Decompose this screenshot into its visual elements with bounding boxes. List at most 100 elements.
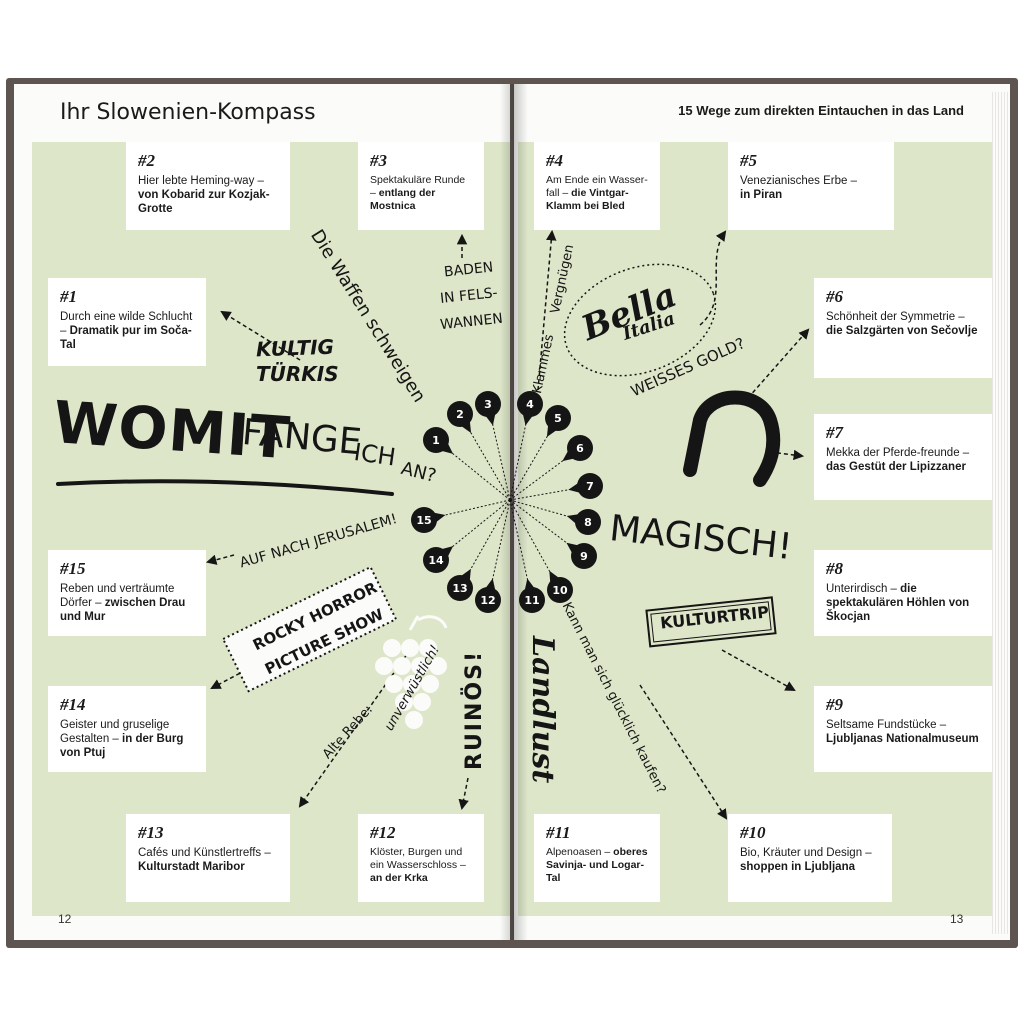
card-number: #8 bbox=[826, 559, 843, 578]
card-text: Schönheit der Symmetrie – bbox=[826, 311, 965, 323]
arrow-6 bbox=[747, 328, 810, 399]
right-page-number: 13 bbox=[950, 912, 964, 926]
pin-label: 9 bbox=[580, 550, 588, 563]
pin-label: 3 bbox=[484, 398, 492, 411]
phrase-ruinos: RUINÖS! bbox=[462, 650, 487, 770]
pin-9: 9 bbox=[566, 542, 597, 569]
card-text: Hier lebte Heming-way – bbox=[138, 175, 264, 187]
card-14: #14 Geister und gruselige Gestalten – in… bbox=[48, 686, 206, 772]
arrow-10 bbox=[639, 684, 728, 820]
card-number: #2 bbox=[138, 151, 155, 170]
pin-label: 5 bbox=[554, 412, 562, 425]
radial-line bbox=[487, 403, 511, 501]
card-text: Venezianisches Erbe – bbox=[740, 175, 857, 187]
card-text: Reben und verträumte Dörfer – bbox=[60, 583, 175, 609]
pin-6: 6 bbox=[562, 435, 593, 462]
card-highlight: die Vintgar-Klamm bei Bled bbox=[546, 187, 629, 212]
pin-label: 7 bbox=[586, 480, 594, 493]
pin-1: 1 bbox=[423, 427, 454, 454]
pin-5: 5 bbox=[545, 405, 571, 437]
card-number: #9 bbox=[826, 695, 843, 714]
card-text: Seltsame Fundstücke – bbox=[826, 719, 947, 731]
pin-4: 4 bbox=[517, 391, 543, 426]
kulturtrip-box bbox=[645, 596, 777, 648]
card-highlight: zwischen Drau und Mur bbox=[60, 597, 186, 623]
pin-10: 10 bbox=[547, 570, 573, 603]
card-highlight: von Kobarid zur Kozjak-Grotte bbox=[138, 189, 270, 215]
arrow-12 bbox=[458, 777, 469, 811]
arrow-7 bbox=[769, 449, 805, 461]
card-4: #4 Am Ende ein Wasser-fall – die Vintgar… bbox=[534, 142, 660, 230]
card-number: #7 bbox=[826, 423, 843, 442]
card-highlight: das Gestüt der Lipizzaner bbox=[826, 461, 966, 473]
pin-label: 1 bbox=[432, 434, 440, 447]
phrase-kultig: KULTIG bbox=[255, 334, 335, 362]
card-text: Cafés und Künstlertreffs – bbox=[138, 847, 271, 859]
pin-label: 13 bbox=[452, 582, 467, 595]
card-text: Unterirdisch – bbox=[826, 583, 897, 595]
card-7: #7 Mekka der Pferde-freunde – das Gestüt… bbox=[814, 414, 992, 500]
card-number: #1 bbox=[60, 287, 77, 306]
card-number: #15 bbox=[60, 559, 86, 578]
pin-label: 8 bbox=[584, 516, 592, 529]
horseshoe-icon bbox=[683, 390, 781, 487]
rocky-horror-box bbox=[221, 565, 398, 693]
page-edges bbox=[992, 92, 1010, 934]
pin-3: 3 bbox=[475, 391, 501, 426]
arrow-1 bbox=[220, 310, 301, 361]
card-text: Alpenoasen – bbox=[546, 846, 611, 858]
pin-14: 14 bbox=[423, 546, 454, 573]
card-number: #12 bbox=[370, 823, 396, 842]
arrow-9 bbox=[721, 649, 796, 692]
pin-label: 6 bbox=[576, 442, 584, 455]
card-number: #6 bbox=[826, 287, 843, 306]
card-highlight: die spektakulären Höhlen von Škocjan bbox=[826, 583, 970, 623]
card-13: #13 Cafés und Künstlertreffs – Kultursta… bbox=[126, 814, 290, 902]
pin-label: 15 bbox=[416, 514, 431, 527]
card-highlight: oberes Savinja- und Logar-Tal bbox=[546, 846, 648, 884]
radial-line bbox=[509, 499, 589, 523]
card-highlight: in der Burg von Ptuj bbox=[60, 733, 184, 759]
card-number: #11 bbox=[546, 823, 571, 842]
pin-8: 8 bbox=[566, 509, 601, 535]
pin-label: 4 bbox=[526, 398, 534, 411]
pin-label: 12 bbox=[480, 594, 495, 607]
card-highlight: Ljubljanas Nationalmuseum bbox=[826, 733, 979, 745]
card-text: Bio, Kräuter und Design – bbox=[740, 847, 872, 859]
card-number: #3 bbox=[370, 151, 387, 170]
pin-label: 14 bbox=[428, 554, 444, 567]
pin-label: 2 bbox=[456, 408, 464, 421]
headline-underline bbox=[56, 479, 394, 496]
card-highlight: an der Krka bbox=[370, 872, 428, 884]
card-highlight: entlang der Mostnica bbox=[370, 187, 436, 212]
pin-label: 11 bbox=[524, 594, 539, 607]
card-number: #5 bbox=[740, 151, 757, 170]
phrase-turkis: TÜRKIS bbox=[256, 362, 339, 386]
card-number: #14 bbox=[60, 695, 86, 714]
card-9: #9 Seltsame Fundstücke – Ljubljanas Nati… bbox=[814, 686, 992, 772]
card-highlight: Dramatik pur im Soča-Tal bbox=[60, 325, 192, 351]
pin-15: 15 bbox=[411, 507, 446, 533]
card-number: #10 bbox=[740, 823, 766, 842]
card-6: #6 Schönheit der Symmetrie – die Salzgär… bbox=[814, 278, 992, 378]
pin-label: 10 bbox=[552, 584, 568, 597]
bella-italia-oval bbox=[563, 263, 717, 377]
right-page-title: 15 Wege zum direkten Eintauchen in das L… bbox=[678, 103, 964, 118]
arrow-4 bbox=[537, 229, 557, 391]
card-text: Spektakuläre Runde – bbox=[370, 174, 466, 199]
headline-ich: ICH bbox=[352, 438, 398, 472]
pin-12: 12 bbox=[475, 578, 501, 613]
radial-lines bbox=[423, 403, 591, 601]
pin-2: 2 bbox=[447, 401, 473, 434]
arrow-15 bbox=[205, 554, 235, 565]
card-highlight: die Salzgärten von Sečovlje bbox=[826, 325, 978, 337]
card-8: #8 Unterirdisch – die spektakulären Höhl… bbox=[814, 550, 992, 636]
card-highlight: Kulturstadt Maribor bbox=[138, 861, 245, 873]
card-3: #3 Spektakuläre Runde – entlang der Most… bbox=[358, 142, 484, 230]
card-text: Am Ende ein Wasser-fall – bbox=[546, 174, 648, 199]
card-text: Durch eine wilde Schlucht – bbox=[60, 311, 193, 337]
card-text: Klöster, Burgen und ein Wasserschloss – bbox=[370, 846, 466, 871]
radial-line bbox=[459, 413, 511, 501]
card-highlight: in Piran bbox=[740, 189, 783, 201]
